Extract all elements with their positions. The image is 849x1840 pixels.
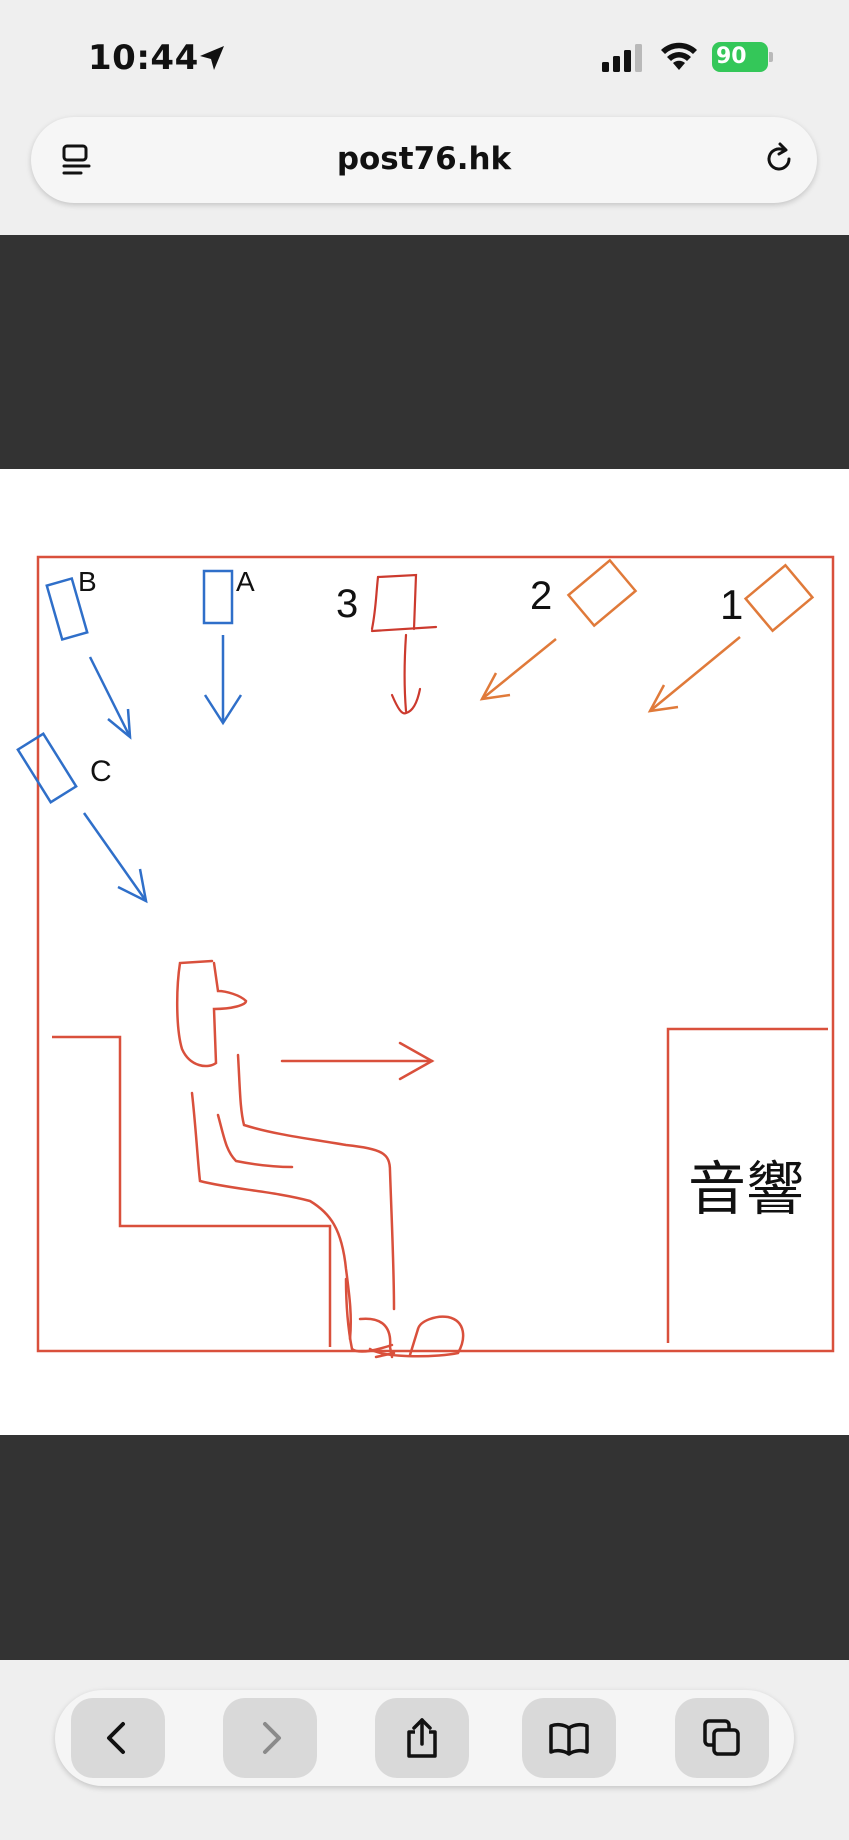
share-icon	[407, 1718, 437, 1758]
wifi-icon	[661, 42, 697, 70]
page-menu-icon[interactable]	[59, 142, 95, 178]
back-button[interactable]	[71, 1698, 165, 1778]
bottom-toolbar-area	[0, 1660, 849, 1840]
speaker-cabinet	[666, 1027, 828, 1343]
light-b	[45, 576, 132, 740]
light-c	[16, 732, 148, 904]
chevron-right-icon	[263, 1722, 281, 1754]
battery-level: 90	[716, 44, 747, 69]
page-dark-band-bottom	[0, 1435, 849, 1660]
light-1	[647, 563, 815, 713]
label-speaker: 音響	[688, 1155, 804, 1223]
label-a: A	[236, 566, 255, 597]
chair-outline	[52, 1035, 332, 1347]
light-a	[202, 569, 243, 726]
light-3	[370, 573, 438, 715]
light-2	[479, 558, 638, 701]
cellular-signal-icon	[602, 44, 642, 72]
room-diagram: B A C 3 2 1 音響	[16, 555, 835, 1359]
label-b: B	[78, 566, 97, 597]
bookmarks-button[interactable]	[522, 1698, 616, 1778]
bottom-toolbar	[55, 1690, 794, 1786]
url-text[interactable]: post76.hk	[336, 141, 512, 177]
tabs-button[interactable]	[675, 1698, 769, 1778]
book-icon	[549, 1722, 589, 1756]
status-bar: 10:44 90	[0, 0, 849, 100]
location-arrow-icon	[200, 46, 224, 70]
battery-indicator: 90	[712, 42, 774, 72]
label-1: 1	[720, 581, 743, 628]
battery-body	[712, 42, 768, 72]
address-bar[interactable]: post76.hk	[31, 117, 817, 203]
chevron-left-icon	[107, 1722, 125, 1754]
label-c: C	[90, 755, 112, 788]
reload-icon[interactable]	[761, 141, 797, 177]
status-time: 10:44	[88, 38, 199, 78]
page-dark-band-top	[0, 235, 849, 469]
label-2: 2	[530, 574, 552, 618]
content-image: B A C 3 2 1 音響	[0, 469, 849, 1435]
share-button[interactable]	[375, 1698, 469, 1778]
battery-cap	[769, 52, 773, 62]
person-figure	[175, 959, 465, 1359]
tabs-icon	[703, 1719, 740, 1756]
label-3: 3	[336, 582, 358, 626]
room-outline	[36, 555, 835, 1353]
forward-button[interactable]	[223, 1698, 317, 1778]
